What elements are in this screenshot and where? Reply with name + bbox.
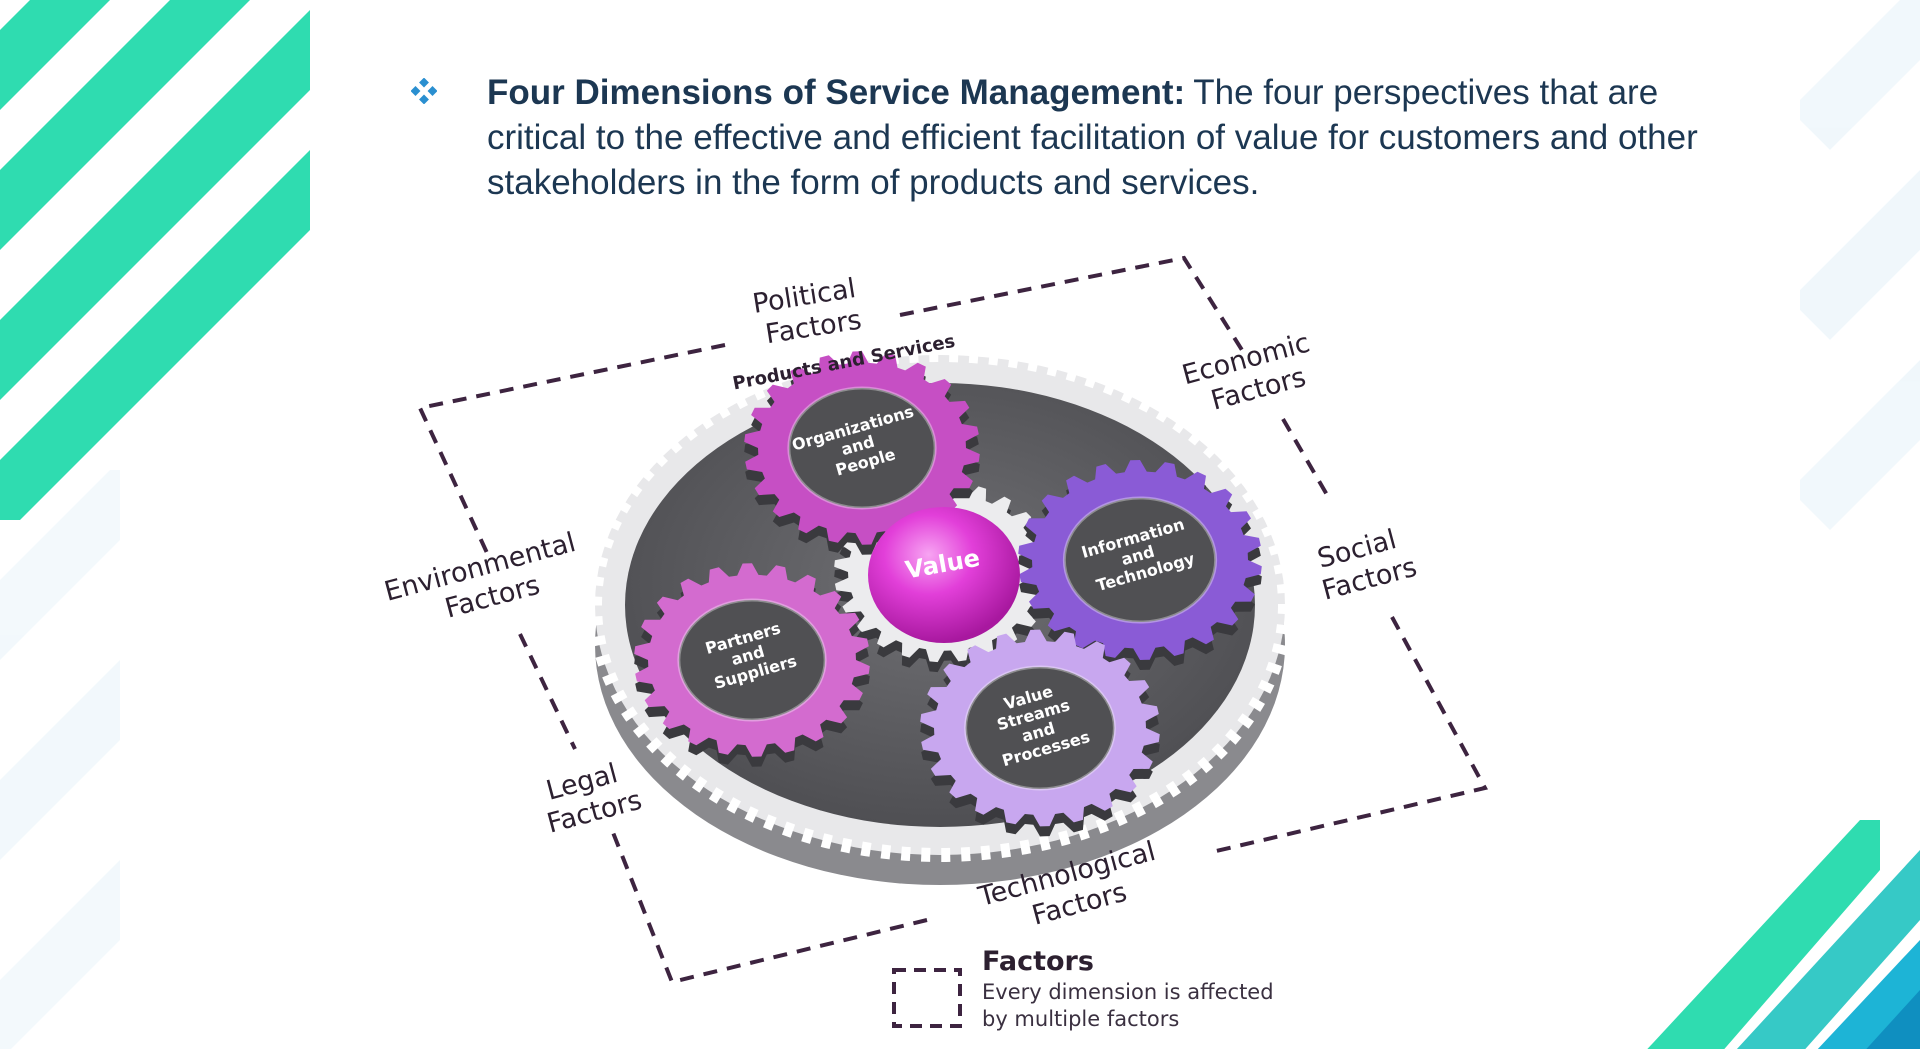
- heading-lead: Four Dimensions of Service Management:: [487, 73, 1186, 112]
- heading-body: The four perspectives that are critical …: [487, 73, 1698, 202]
- left-faint-stripes: [0, 470, 120, 1049]
- information-gear-hub: [1062, 496, 1218, 624]
- partners-gear-hub: [677, 598, 827, 722]
- factor-label-legal: Legal Factors: [535, 754, 645, 840]
- legend-dashed-box-icon: [892, 968, 962, 1028]
- value-sphere: [868, 507, 1020, 643]
- factor-label-political: Political Factors: [751, 272, 872, 352]
- heading-paragraph: Four Dimensions of Service Management:Th…: [411, 70, 1715, 205]
- value-streams-gear-hub: [964, 665, 1116, 791]
- legend-line-1: Every dimension is affected: [982, 980, 1274, 1004]
- legend-line-2: by multiple factors: [982, 1007, 1179, 1031]
- factor-label-environmental: Environmental Factors: [381, 525, 595, 639]
- bottom-right-stripes: [1647, 820, 1920, 1049]
- right-faint-stripes: [1800, 0, 1920, 530]
- left-teal-stripes: [0, 0, 310, 520]
- factor-label-economic: Economic Factors: [1179, 325, 1330, 422]
- legend-title: Factors: [982, 946, 1094, 977]
- diamond-bullet-icon: [411, 78, 437, 104]
- organizations-gear-hub: [787, 386, 937, 510]
- factor-label-social: Social Factors: [1310, 521, 1420, 607]
- heading-text: Four Dimensions of Service Management:Th…: [415, 70, 1715, 205]
- factors-boundary: [417, 255, 1489, 985]
- factors-legend: Factors Every dimension is affected by m…: [892, 946, 1274, 1031]
